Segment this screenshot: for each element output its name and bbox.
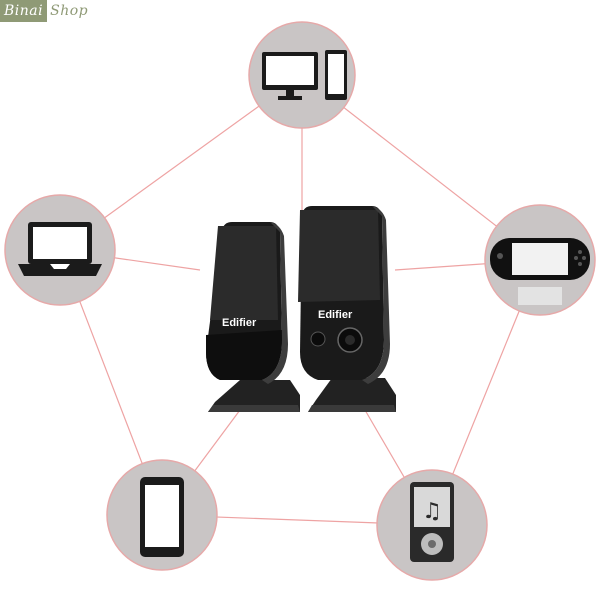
desktop-device-node (248, 21, 356, 129)
desktop-monitor-icon (262, 52, 318, 100)
console-device-node (484, 204, 596, 316)
handheld-console-icon (490, 238, 590, 280)
shop-watermark: Binai Shop (0, 0, 91, 22)
laptop-device-node (4, 194, 116, 306)
right-speaker: Edifier (298, 206, 396, 412)
mp3-device-node: ♫ (376, 469, 488, 581)
right-speaker-brand: Edifier (318, 309, 353, 321)
console-label-placeholder (518, 287, 562, 305)
desktop-tower-icon (325, 50, 347, 100)
watermark-part2: Shop (50, 3, 89, 19)
phone-device-node (106, 459, 218, 571)
headphone-jack-icon (310, 331, 326, 347)
watermark-part1: Binai (0, 0, 48, 22)
left-speaker: Edifier (206, 222, 300, 412)
mp3-player-icon: ♫ (410, 482, 454, 562)
smartphone-icon (140, 477, 184, 557)
music-note-icon: ♫ (422, 499, 442, 524)
laptop-icon (18, 222, 102, 276)
left-speaker-brand: Edifier (222, 317, 257, 329)
